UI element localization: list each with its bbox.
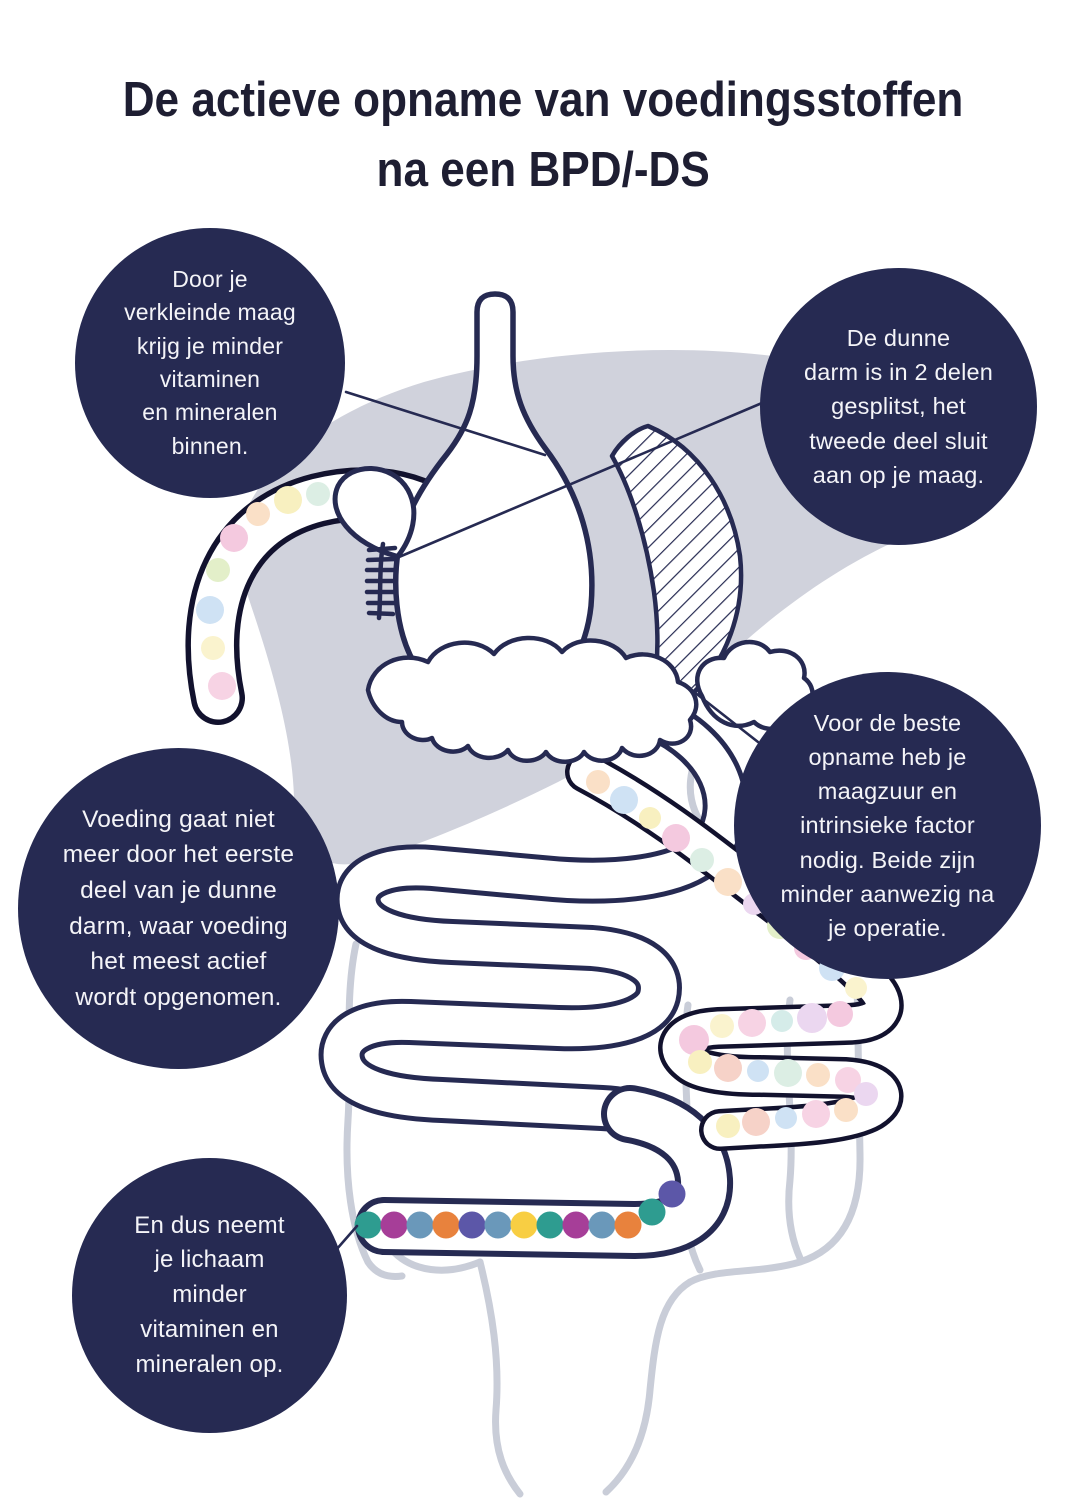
nutrient-dot	[662, 824, 690, 852]
nutrient-dot	[802, 1100, 830, 1128]
nutrient-dot	[220, 524, 248, 552]
small-intestine-serpentine	[318, 645, 749, 1139]
nutrient-dot	[834, 1098, 858, 1122]
connector-maagzuur	[682, 682, 760, 744]
bubble-verkleinde-maag: Door je verkleinde maag krijg je minder …	[75, 228, 345, 498]
nutrient-dot	[854, 1082, 878, 1106]
nutrient-dot	[274, 486, 302, 514]
nutrient-dot	[380, 1211, 408, 1239]
nutrient-dot	[845, 977, 867, 999]
duodenum-dots	[196, 482, 330, 700]
nutrient-dot	[774, 1059, 802, 1087]
nutrient-dot	[710, 1014, 734, 1038]
bubble-minder-opname-text: En dus neemt je lichaam minder vitaminen…	[134, 1211, 285, 1378]
nutrient-dot	[196, 596, 224, 624]
bubble-dunne-darm-gesplitst: De dunne darm is in 2 delen gesplitst, h…	[760, 268, 1037, 545]
nutrient-dot	[201, 636, 225, 660]
nutrient-dot	[588, 1211, 616, 1239]
page-title-line-2: na een BPD/-DS	[376, 142, 710, 197]
connector-verkleinde-maag	[344, 390, 547, 457]
duodenal-stump-loop	[332, 466, 417, 559]
nutrient-dot	[771, 1010, 793, 1032]
bubble-maagzuur-intrinsieke-factor: Voor de beste opname heb je maagzuur en …	[734, 672, 1041, 979]
nutrient-dot	[747, 1060, 769, 1082]
nutrient-dot	[716, 1114, 740, 1138]
nutrient-dot	[458, 1211, 486, 1239]
bubble-voeding-eerste-deel: Voeding gaat niet meer door het eerste d…	[18, 748, 339, 1069]
nutrient-dot	[688, 1050, 712, 1074]
nutrient-dot	[354, 1211, 382, 1239]
nutrient-dot	[406, 1211, 434, 1239]
nutrient-dot	[714, 1054, 742, 1082]
common-channel-tube	[355, 1085, 733, 1259]
nutrient-dot	[306, 482, 330, 506]
nutrient-dot	[679, 1025, 709, 1055]
nutrient-dot	[775, 1107, 797, 1129]
nutrient-dot	[536, 1211, 564, 1239]
nutrient-dot	[586, 770, 610, 794]
nutrient-dot	[206, 558, 230, 582]
nutrient-dot	[827, 1001, 853, 1027]
page-title-line-1: De actieve opname van voedingsstoffen	[122, 73, 964, 127]
common-channel-dots	[354, 1180, 686, 1239]
bubble-maagzuur-intrinsieke-factor-text: Voor de beste opname heb je maagzuur en …	[780, 710, 995, 941]
bubble-verkleinde-maag-text: Door je verkleinde maag krijg je minder …	[124, 265, 296, 459]
connector-minder-opname	[334, 1224, 359, 1252]
nutrient-dot	[610, 786, 638, 814]
nutrient-dot	[714, 868, 742, 896]
nutrient-dot	[562, 1211, 590, 1239]
nutrient-dot	[806, 1063, 830, 1087]
page-title: De actieve opname van voedingsstoffen na …	[0, 66, 1086, 205]
staple-line	[364, 541, 399, 621]
nutrient-dot	[510, 1211, 538, 1239]
nutrient-dot	[835, 1067, 861, 1093]
nutrient-dot	[797, 1003, 827, 1033]
connector-dunne-darm	[397, 401, 764, 559]
nutrient-dot	[484, 1211, 512, 1239]
bubble-voeding-eerste-deel-text: Voeding gaat niet meer door het eerste d…	[62, 805, 295, 1011]
nutrient-dot	[246, 502, 270, 526]
nutrient-dot	[639, 807, 661, 829]
nutrient-dot	[738, 1009, 766, 1037]
nutrient-dot	[614, 1211, 642, 1239]
connector-lines	[334, 390, 764, 1252]
nutrient-dot	[208, 672, 236, 700]
bp-limb-dots	[586, 770, 878, 1138]
nutrient-dot	[658, 1180, 686, 1208]
bubble-dunne-darm-gesplitst-text: De dunne darm is in 2 delen gesplitst, h…	[803, 325, 994, 488]
pancreas-cloud	[365, 635, 815, 764]
nutrient-dot	[432, 1211, 460, 1239]
nutrient-dot	[742, 1108, 770, 1136]
bubble-minder-opname: En dus neemt je lichaam minder vitaminen…	[72, 1158, 347, 1433]
nutrient-dot	[690, 848, 714, 872]
nutrient-dot	[638, 1198, 666, 1226]
